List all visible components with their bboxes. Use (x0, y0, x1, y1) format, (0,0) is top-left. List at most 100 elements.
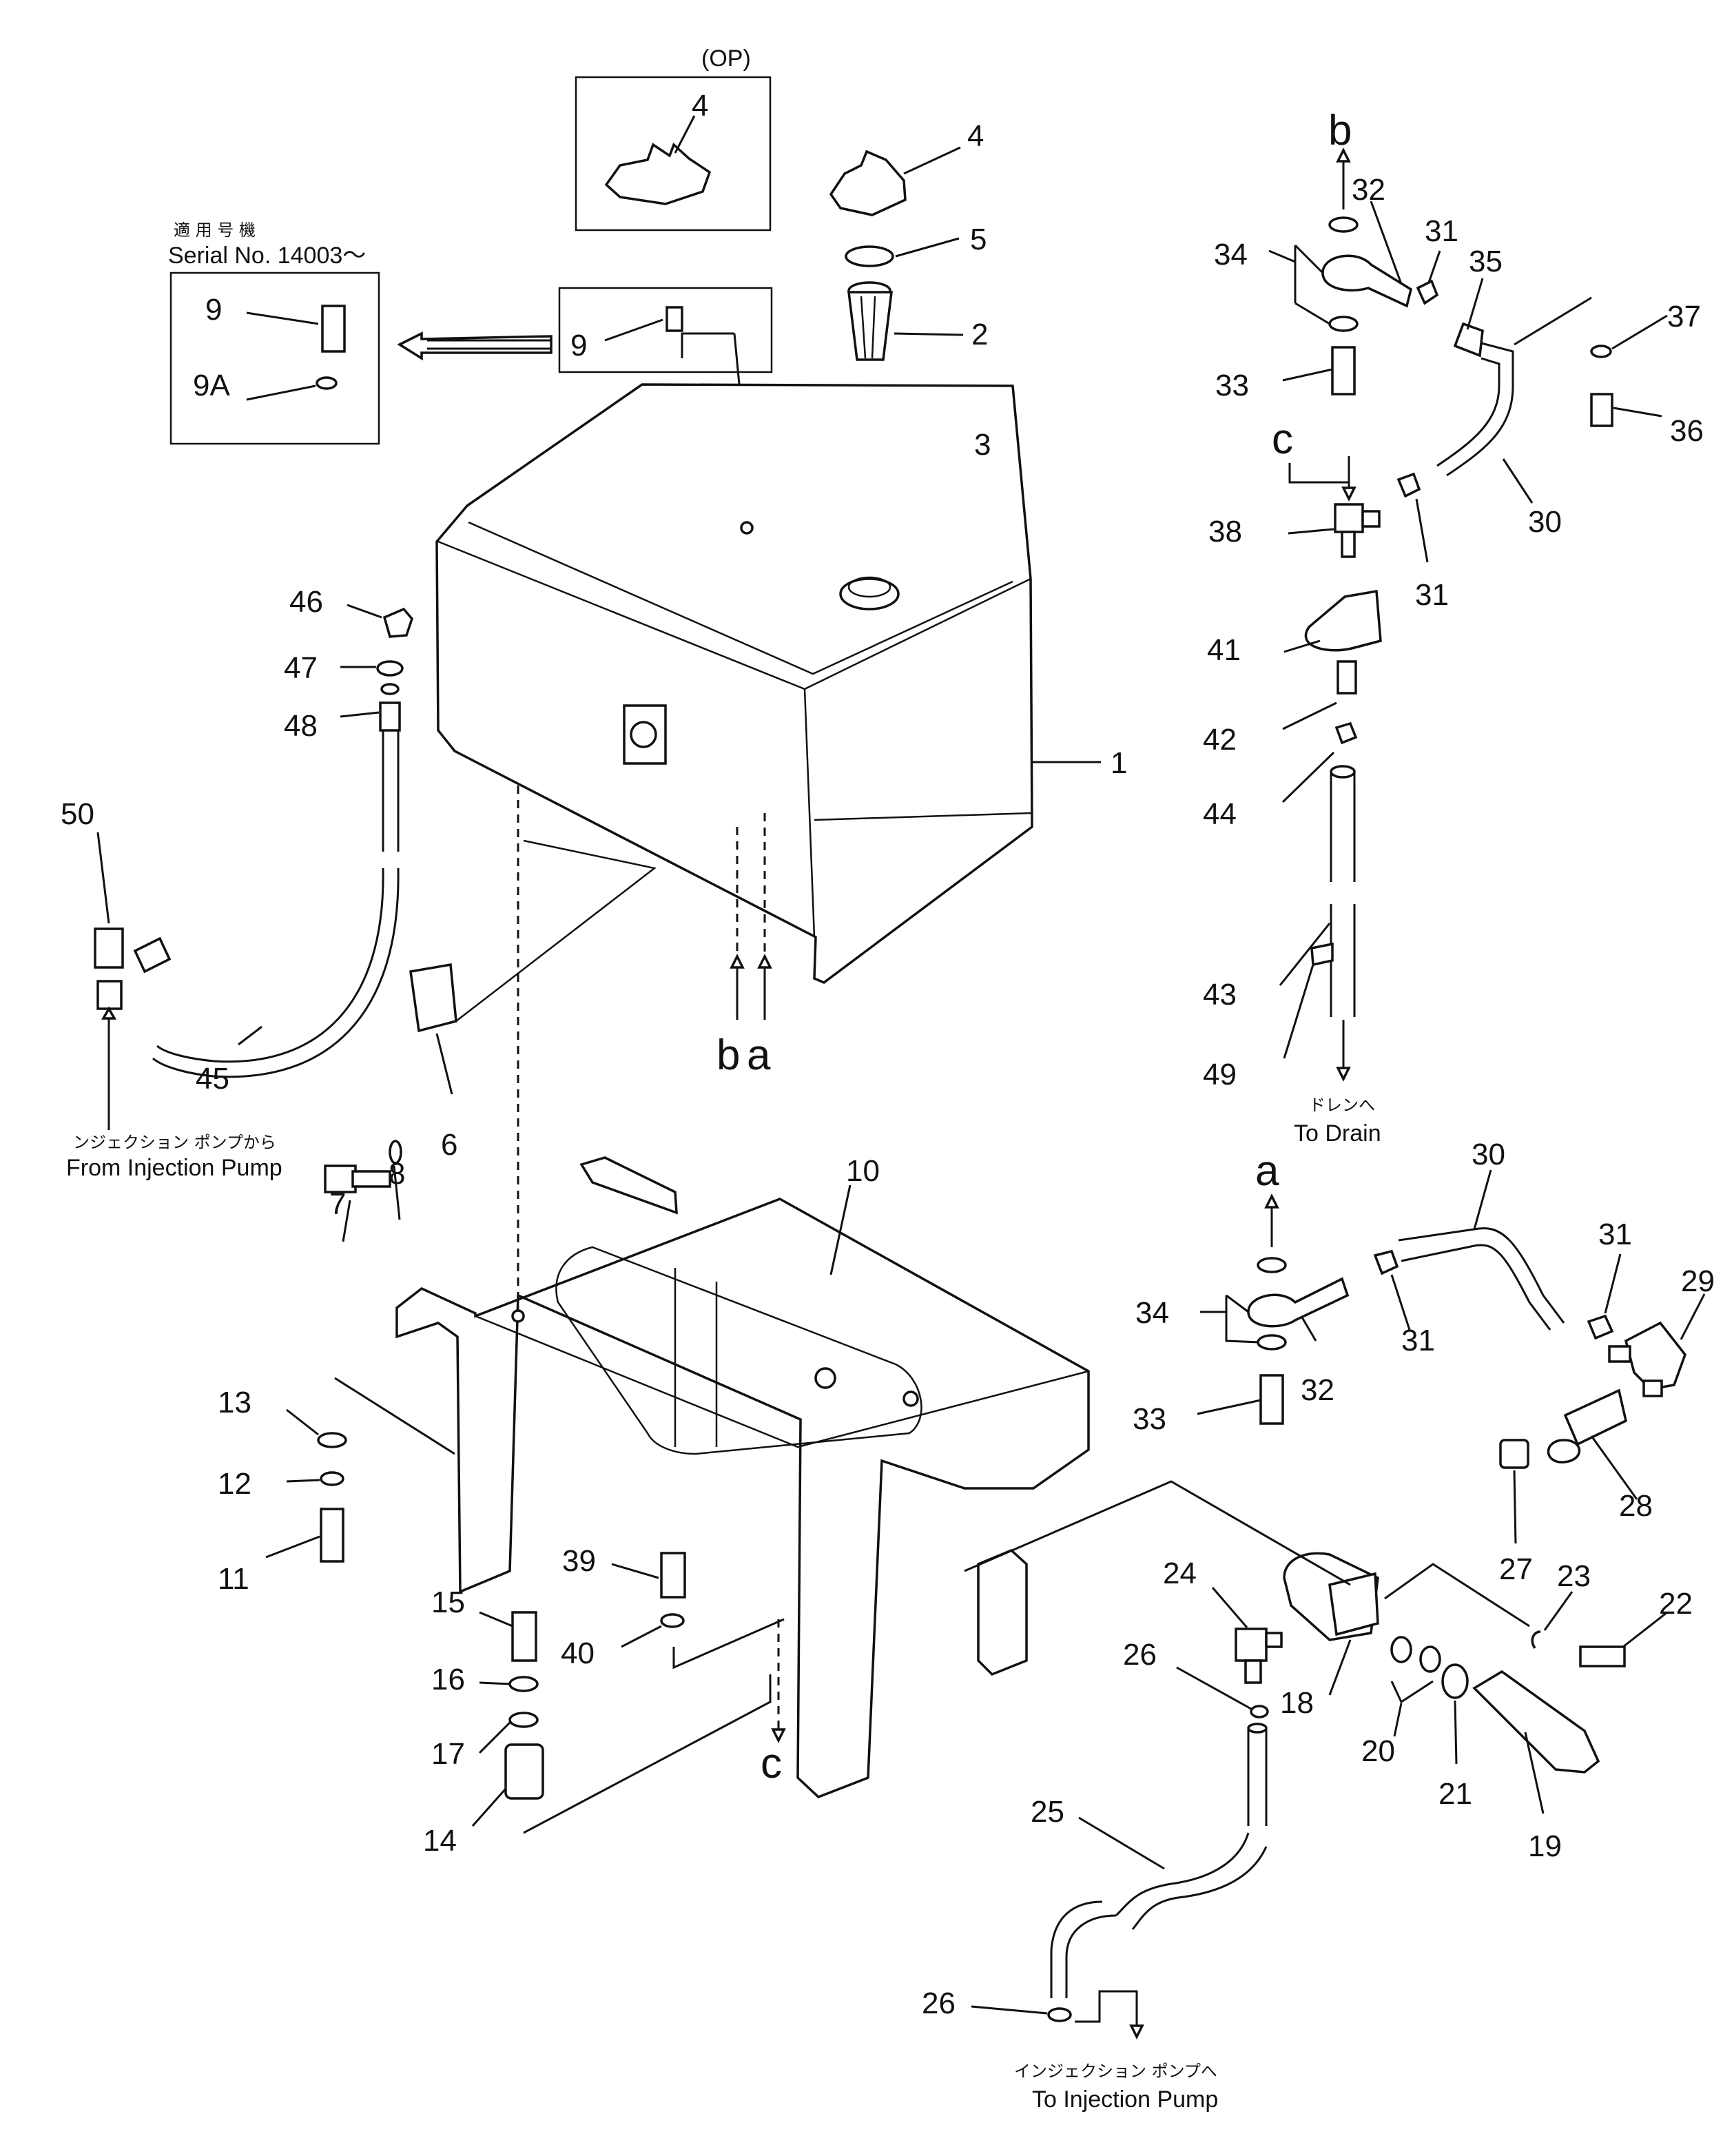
cap-4-icon (829, 150, 907, 216)
valve-38-icon (1334, 503, 1364, 533)
callout-42: 42 (1203, 723, 1237, 757)
clip-49-icon (1310, 942, 1334, 967)
callout-33-bottom: 33 (1133, 1402, 1166, 1436)
callout-35: 35 (1469, 245, 1503, 278)
callout-31-c: 31 (1401, 1324, 1435, 1357)
ref-b-bottom: b (716, 1031, 740, 1079)
gasket-5-icon (845, 245, 894, 267)
lockwasher-12-icon (320, 1471, 344, 1486)
callout-5: 5 (970, 223, 987, 256)
callout-27: 27 (1499, 1552, 1533, 1586)
to-pump-jp: インジェクション ポンプへ (1014, 2062, 1217, 2081)
callout-30-bottom: 30 (1472, 1138, 1505, 1171)
callout-46: 46 (289, 585, 323, 619)
bolt-36-icon (1590, 393, 1613, 427)
callout-31-d: 31 (1598, 1218, 1632, 1251)
nut-47-icon (376, 660, 404, 677)
elbow-46-icon (382, 607, 413, 638)
callout-26-top: 26 (1123, 1638, 1157, 1672)
gasket-21-icon (1441, 1663, 1469, 1699)
to-pump-en: To Injection Pump (1032, 2086, 1218, 2113)
callout-31-a: 31 (1425, 214, 1458, 248)
elbow-29-icon (1624, 1321, 1686, 1390)
serial-frame (169, 271, 380, 445)
fitting-50-icon (94, 927, 124, 969)
callout-7: 7 (329, 1187, 346, 1221)
clamp-35-icon (1453, 322, 1484, 358)
bolt-33b-icon (1259, 1374, 1284, 1425)
fuel-tank (435, 383, 1101, 985)
left-hardware (265, 1377, 786, 1834)
callout-33-top: 33 (1215, 369, 1249, 402)
callout-30-top: 30 (1528, 505, 1562, 539)
serial-note-jp: 適 用 号 機 (174, 220, 256, 240)
fuel-group (964, 1169, 1706, 2040)
spacer-14-icon (504, 1743, 544, 1800)
callout-13: 13 (218, 1386, 251, 1419)
washer-13-icon (317, 1432, 347, 1448)
callout-39: 39 (562, 1544, 596, 1578)
callout-31-b: 31 (1415, 578, 1449, 612)
callout-3: 3 (974, 428, 991, 462)
callout-38: 38 (1208, 515, 1242, 548)
op-note: (OP) (701, 45, 751, 72)
callout-26-bottom: 26 (922, 1986, 956, 2020)
elbow-50-icon (133, 936, 172, 974)
plug-9-frame (558, 287, 773, 373)
callout-47: 47 (284, 651, 318, 685)
callouts: 1 2 3 4 4 5 6 7 8 9 9 9A 10 11 12 13 14 … (61, 89, 1715, 2020)
to-drain-jp: ドレンへ (1309, 1096, 1375, 1115)
callout-6: 6 (441, 1128, 457, 1162)
from-pump-jp: ンジェクション ポンプから (73, 1133, 276, 1152)
callout-29: 29 (1681, 1264, 1715, 1298)
serial-box: 適 用 号 機 Serial No. 14003～ (168, 220, 380, 445)
to-drain-en: To Drain (1294, 1120, 1381, 1147)
callout-11: 11 (218, 1562, 249, 1596)
callout-50: 50 (61, 797, 94, 831)
clamp-31b-icon (1396, 472, 1421, 498)
callout-24: 24 (1163, 1557, 1197, 1590)
bolt-7-head-icon (324, 1164, 357, 1193)
bolt-9-icon (321, 305, 346, 353)
callout-1: 1 (1111, 746, 1127, 780)
callout-10: 10 (846, 1154, 880, 1188)
bracket-group (324, 839, 657, 1242)
callout-44: 44 (1203, 797, 1237, 831)
ring-23-icon (1531, 1630, 1541, 1649)
clamp-31d-icon (1587, 1314, 1614, 1340)
callout-37: 37 (1667, 300, 1701, 333)
washer-17-icon (508, 1712, 539, 1728)
valve-28-icon (1563, 1388, 1628, 1446)
callout-16: 16 (431, 1663, 465, 1696)
callout-28: 28 (1619, 1489, 1653, 1523)
notes: ンジェクション ポンプから From Injection Pump ドレンへ T… (66, 1096, 1381, 2113)
op-box: (OP) (575, 45, 772, 232)
callout-36: 36 (1670, 414, 1704, 448)
callout-40: 40 (561, 1636, 595, 1670)
serial-note-en: Serial No. 14003～ (168, 243, 366, 269)
washer-37-icon (1590, 345, 1612, 358)
strainer-2-icon (847, 291, 893, 361)
filter-19-icon (1472, 1670, 1600, 1774)
frame-10 (395, 1156, 1090, 1799)
frame-body-icon (395, 1198, 1090, 1799)
ref-c-bottom: c (761, 1740, 782, 1787)
clamp-31a-icon (1416, 279, 1439, 305)
clamp-31c-icon (1373, 1249, 1399, 1275)
callout-20: 20 (1361, 1734, 1395, 1768)
callout-43: 43 (1203, 978, 1237, 1012)
callout-34-bottom: 34 (1135, 1296, 1169, 1330)
callout-32-top: 32 (1352, 173, 1385, 207)
callout-21: 21 (1438, 1777, 1472, 1811)
ref-b-top: b (1328, 107, 1352, 154)
callout-9a: 9A (193, 369, 230, 402)
filler-neck-icon (839, 577, 900, 610)
ref-letters: b c a b a c (716, 107, 1352, 1787)
callout-14: 14 (423, 1824, 457, 1858)
callout-8: 8 (389, 1157, 405, 1191)
callout-2: 2 (971, 318, 988, 351)
callout-12: 12 (218, 1467, 251, 1501)
callout-32-bottom: 32 (1301, 1373, 1334, 1407)
fitting-42-icon (1337, 660, 1357, 695)
